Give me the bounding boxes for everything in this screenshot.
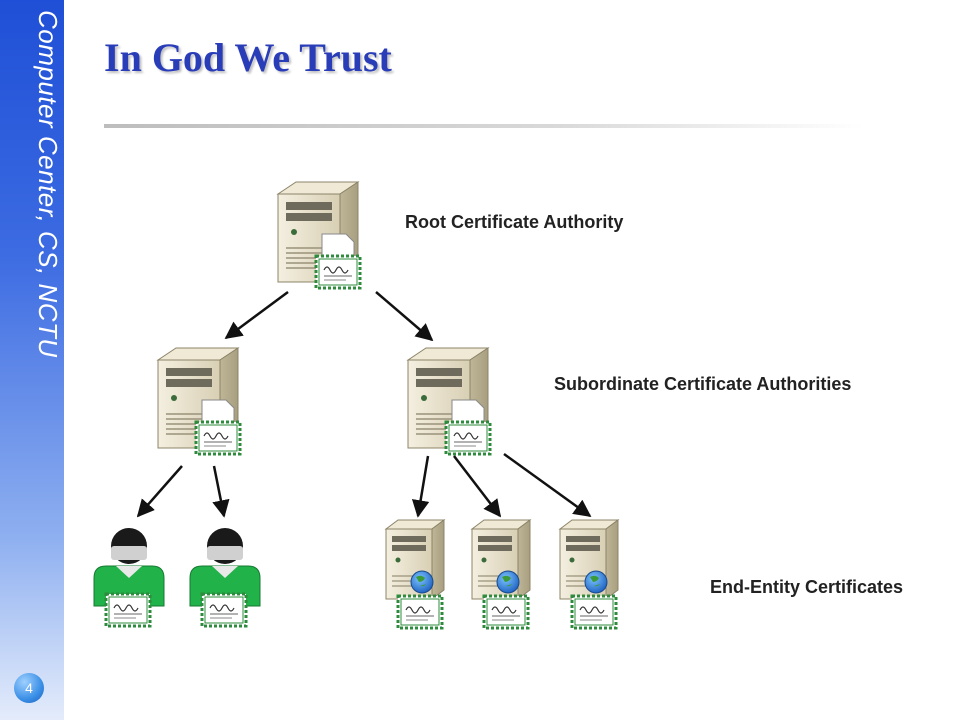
page-number-badge: 4	[14, 673, 44, 703]
sidebar: Computer Center, CS, NCTU 4	[0, 0, 64, 720]
hierarchy-arrows	[136, 290, 592, 518]
root-ca-server	[277, 181, 362, 290]
end-entity-server-1	[385, 519, 445, 630]
subordinate-ca-label: Subordinate Certificate Authorities	[554, 374, 851, 394]
root-ca-label: Root Certificate Authority	[405, 212, 623, 232]
end-entity-label: End-Entity Certificates	[710, 577, 903, 597]
end-entity-user-1	[93, 527, 165, 628]
end-entity-server-2	[471, 519, 531, 630]
end-entity-server-3	[559, 519, 619, 630]
subordinate-ca-server-right	[407, 347, 492, 456]
slide-title: In God We Trust	[104, 35, 392, 80]
sidebar-label: Computer Center, CS, NCTU	[33, 10, 63, 358]
title-divider	[104, 124, 864, 128]
end-entity-user-2	[189, 527, 261, 628]
subordinate-ca-server-left	[157, 347, 242, 456]
